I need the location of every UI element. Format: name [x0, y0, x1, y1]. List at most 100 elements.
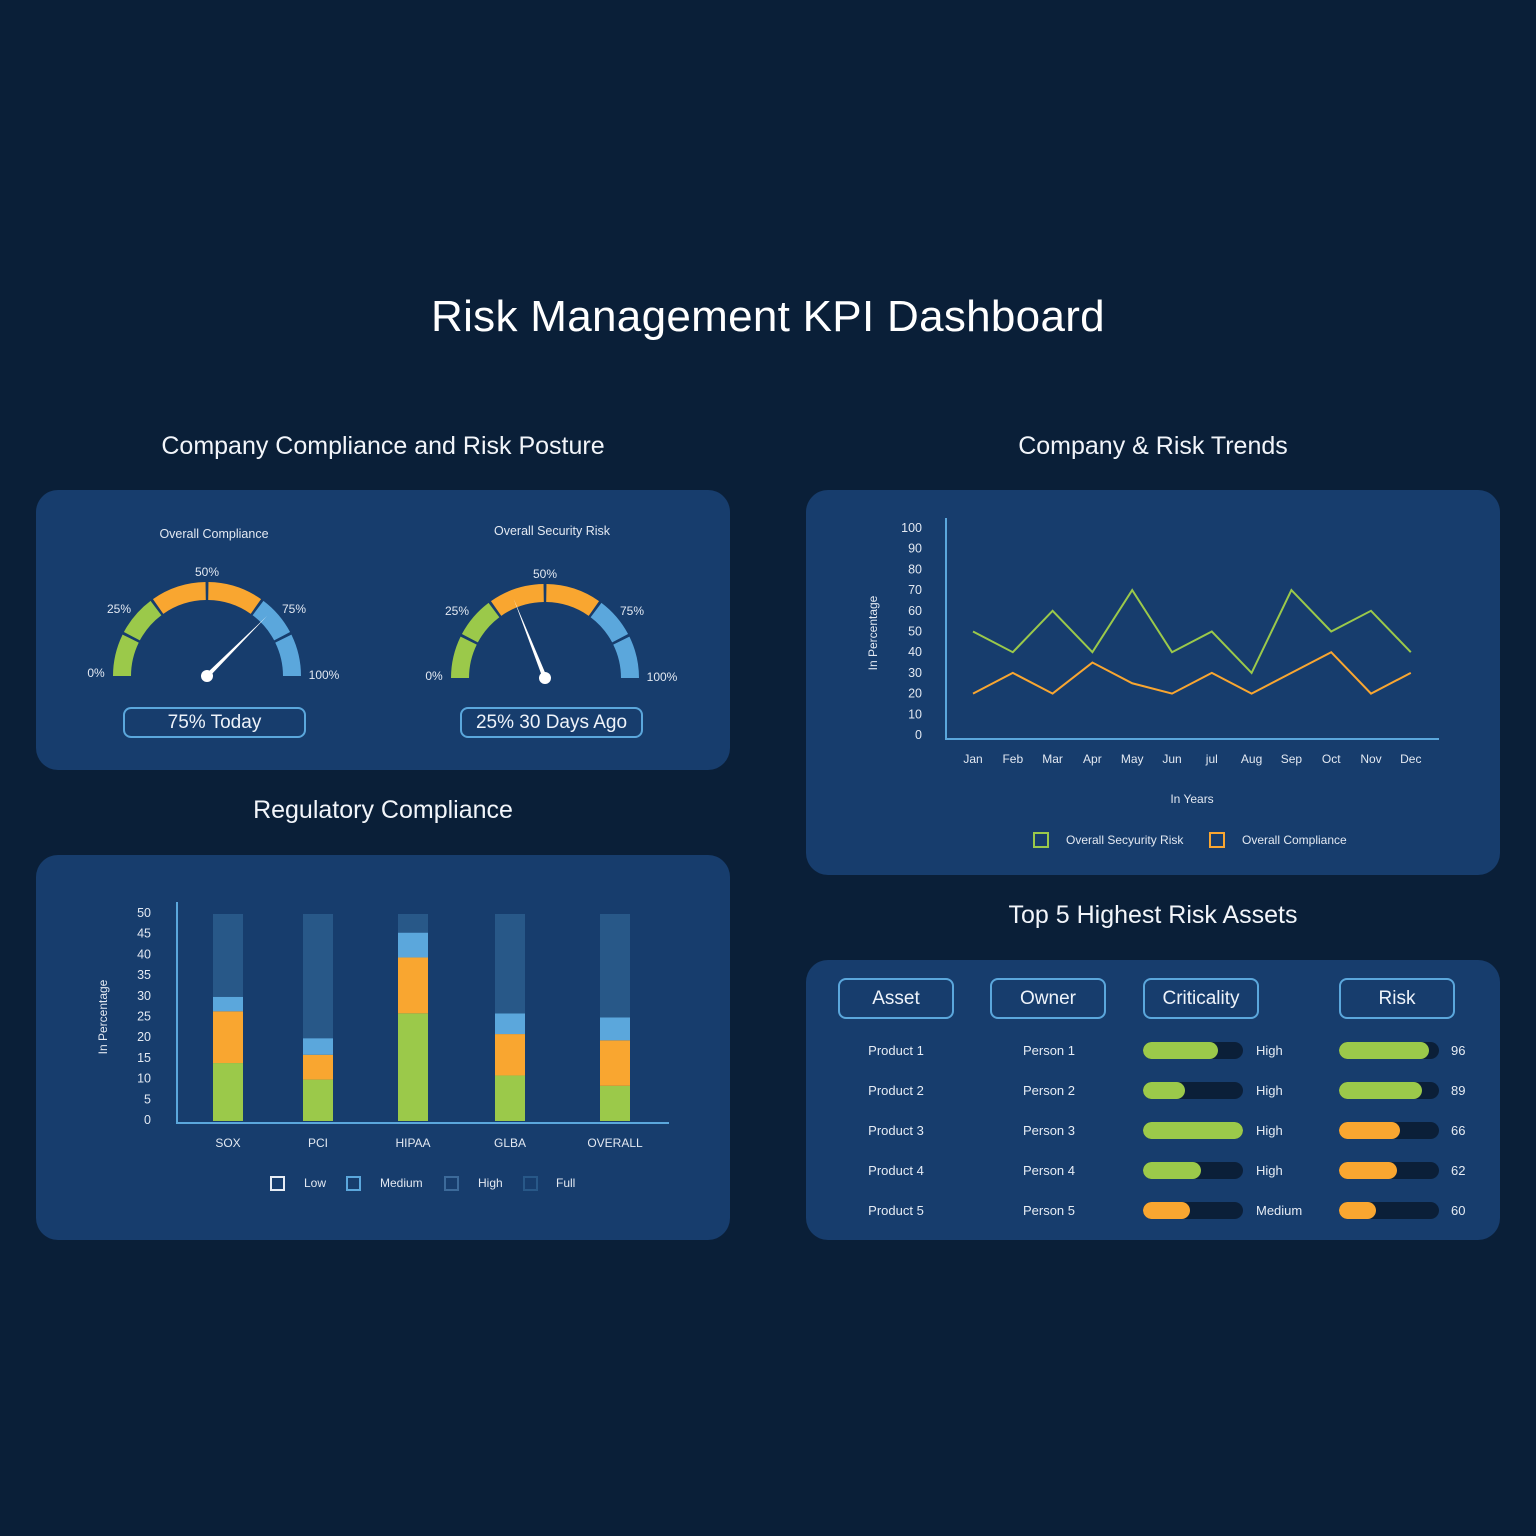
criticality-label: High [1256, 1123, 1283, 1138]
risk-bar-fill [1339, 1042, 1429, 1059]
y-tick-label: 45 [137, 927, 151, 941]
risk-bar [1339, 1202, 1439, 1219]
compliance-gauge: Overall Compliance 0% 25% 50% 75% 100% [87, 527, 340, 682]
bar-segment-medium [303, 1054, 333, 1080]
x-tick-label: Jun [1162, 752, 1181, 766]
x-tick-label: PCI [308, 1136, 328, 1150]
risk-value: 60 [1451, 1203, 1466, 1218]
bar-segment-medium [213, 1011, 243, 1064]
legend-label: Low [304, 1176, 326, 1190]
gauge-segment [252, 600, 291, 641]
criticality-label: Medium [1256, 1203, 1303, 1218]
risk-value: 66 [1451, 1123, 1466, 1138]
criticality-bar [1143, 1202, 1243, 1219]
gauge-segment [152, 582, 206, 614]
risk-value: 62 [1451, 1163, 1466, 1178]
table-row: Product 1 Person 1 High 96 [806, 1042, 1500, 1062]
bar-segment-high [495, 1013, 525, 1035]
column-header-criticality[interactable]: Criticality [1143, 978, 1259, 1019]
criticality-bar-fill [1143, 1122, 1243, 1139]
risk-bar-fill [1339, 1082, 1422, 1099]
table-row: Product 2 Person 2 High 89 [806, 1082, 1500, 1102]
risk-bar [1339, 1122, 1439, 1139]
x-axis-label: In Years [1170, 792, 1213, 806]
criticality-label: High [1256, 1043, 1283, 1058]
bar-segment-full [303, 914, 333, 1039]
y-tick-label: 5 [144, 1092, 151, 1106]
x-tick-label: Feb [1002, 752, 1023, 766]
section-title-trends: Company & Risk Trends [1018, 432, 1288, 460]
y-tick-label: 25 [137, 1010, 151, 1024]
bar-segment-low [303, 1079, 333, 1121]
criticality-bar-fill [1143, 1202, 1190, 1219]
risk-bar-fill [1339, 1202, 1376, 1219]
risk-bar [1339, 1042, 1439, 1059]
criticality-label: High [1256, 1163, 1283, 1178]
legend-swatch-medium [346, 1176, 361, 1191]
gauge-title: Overall Compliance [159, 527, 268, 541]
bar-segment-full [600, 914, 630, 1018]
x-tick-label: jul [1205, 752, 1218, 766]
gauge-title: Overall Security Risk [494, 524, 611, 538]
legend-swatch-full [523, 1176, 538, 1191]
criticality-bar [1143, 1042, 1243, 1059]
column-header-asset[interactable]: Asset [838, 978, 954, 1019]
asset-name: Product 3 [868, 1123, 924, 1138]
asset-name: Product 1 [868, 1043, 924, 1058]
gauge-segment [113, 634, 139, 676]
criticality-bar [1143, 1162, 1243, 1179]
gauge-arcs [451, 584, 639, 678]
column-header-risk[interactable]: Risk [1339, 978, 1455, 1019]
y-tick-label: 35 [137, 968, 151, 982]
criticality-label: High [1256, 1083, 1283, 1098]
x-tick-label: HIPAA [395, 1136, 430, 1150]
y-tick-label: 10 [137, 1072, 151, 1086]
legend-swatch-security-risk [1033, 832, 1049, 848]
criticality-bar [1143, 1082, 1243, 1099]
owner-name: Person 1 [1022, 1043, 1076, 1058]
asset-name: Product 5 [868, 1203, 924, 1218]
tick-75: 75% [620, 604, 644, 618]
legend-label: Overall Secyurity Risk [1066, 833, 1184, 847]
tick-100: 100% [309, 668, 340, 682]
bar-segment-full [398, 914, 428, 933]
owner-name: Person 5 [1022, 1203, 1076, 1218]
y-tick-label: 40 [908, 645, 922, 659]
tick-50: 50% [533, 567, 557, 581]
section-title-assets: Top 5 Highest Risk Assets [1008, 901, 1298, 929]
tick-75: 75% [282, 602, 306, 616]
x-tick-label: Oct [1322, 752, 1341, 766]
gauge-segment [461, 602, 500, 643]
compliance-caption: 75% Today [123, 707, 306, 738]
needle-icon [513, 598, 551, 684]
gauge-segment [451, 636, 477, 678]
gauge-segment [546, 584, 600, 616]
series-line [972, 650, 1412, 695]
line-series [972, 588, 1412, 695]
gauge-segment [490, 584, 544, 616]
criticality-bar-fill [1143, 1082, 1185, 1099]
x-tick-label: Mar [1042, 752, 1063, 766]
legend-swatch-low [270, 1176, 285, 1191]
y-tick-label: 20 [908, 687, 922, 701]
bar-segment-high [398, 932, 428, 958]
table-row: Product 3 Person 3 High 66 [806, 1122, 1500, 1142]
bar-segment-high [303, 1038, 333, 1055]
bar-segment-low [495, 1075, 525, 1121]
x-tick-label: Nov [1360, 752, 1381, 766]
owner-name: Person 2 [1022, 1083, 1076, 1098]
tick-0: 0% [87, 666, 105, 680]
risk-bar [1339, 1082, 1439, 1099]
x-tick-label: May [1121, 752, 1144, 766]
column-header-owner[interactable]: Owner [990, 978, 1106, 1019]
gauge-segment [590, 602, 629, 643]
bar-segment-medium [495, 1034, 525, 1076]
bar-segment-medium [600, 1040, 630, 1086]
gauge-segment [613, 636, 639, 678]
bar-segment-medium [398, 957, 428, 1014]
series-line [972, 588, 1412, 675]
table-row: Product 4 Person 4 High 62 [806, 1162, 1500, 1182]
